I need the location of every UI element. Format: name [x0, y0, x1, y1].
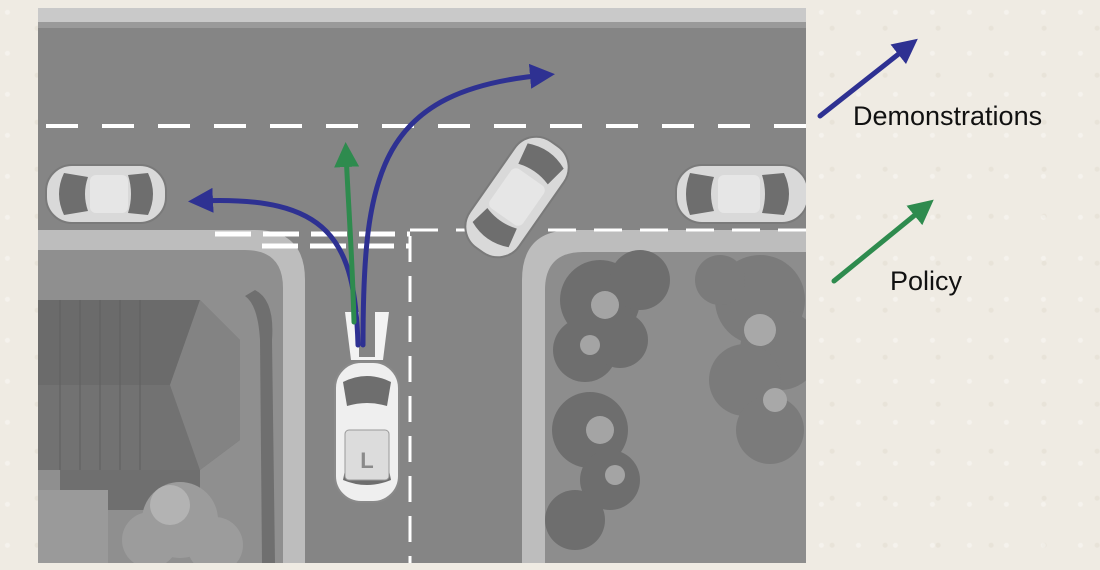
hedge — [245, 290, 275, 563]
policy-arrow — [334, 142, 360, 325]
legend-demonstrations-arrow — [817, 38, 918, 119]
learner-badge: L — [360, 448, 373, 473]
legend-policy-label: Policy — [890, 266, 963, 296]
car-turning — [464, 135, 570, 259]
learner-car — [334, 312, 400, 503]
house — [38, 300, 240, 563]
legend-demonstrations-label: Demonstrations — [853, 101, 1043, 131]
top-sidewalk — [38, 8, 806, 22]
tree-left — [122, 482, 243, 563]
demo-arrow-right — [360, 63, 555, 348]
map-area: L — [38, 8, 806, 563]
car-left — [45, 164, 167, 224]
car-right — [675, 164, 806, 224]
trees-right — [545, 250, 806, 550]
legend-policy-arrow — [831, 199, 934, 284]
